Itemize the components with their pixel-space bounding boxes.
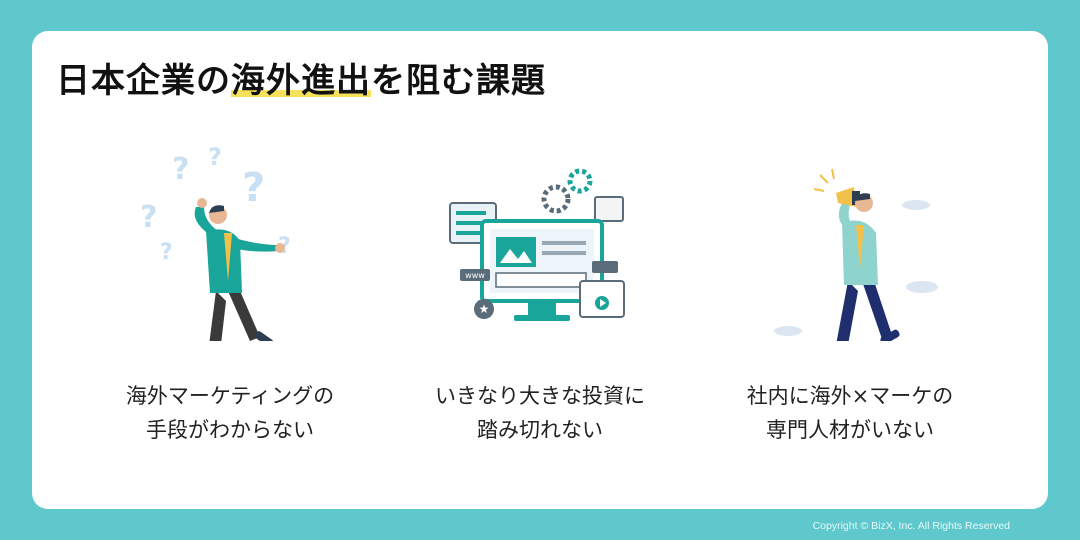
- challenge-caption-1: 海外マーケティングの 手段がわからない: [80, 379, 380, 447]
- caption-line: 手段がわからない: [146, 418, 314, 442]
- caption-line: 専門人材がいない: [766, 418, 934, 442]
- challenge-item-2: www ★ いきなり大きな投資に 踏み切れない: [390, 141, 690, 447]
- caption-line: いきなり大きな投資に: [435, 384, 645, 408]
- content-card: 日本企業の海外進出を阻む課題 ? ? ? ? ? ?: [32, 31, 1048, 509]
- title-highlight: 海外進出: [231, 61, 371, 101]
- copyright-text: Copyright © BizX, Inc. All Rights Reserv…: [812, 520, 1010, 532]
- title-suffix: を阻む課題: [371, 61, 546, 101]
- challenge-caption-2: いきなり大きな投資に 踏み切れない: [390, 379, 690, 447]
- svg-text:?: ?: [140, 200, 157, 235]
- megaphone-person-icon: [774, 168, 938, 341]
- challenge-item-3: 社内に海外×マーケの 専門人材がいない: [700, 141, 1000, 447]
- web-investment-icon: www ★: [449, 168, 625, 321]
- svg-text:?: ?: [242, 165, 265, 211]
- svg-text:?: ?: [160, 240, 173, 265]
- svg-text:www: www: [465, 271, 485, 280]
- challenge-caption-3: 社内に海外×マーケの 専門人材がいない: [700, 379, 1000, 447]
- page-title: 日本企業の海外進出を阻む課題: [56, 53, 546, 102]
- caption-line: 踏み切れない: [477, 418, 603, 442]
- svg-text:?: ?: [208, 143, 222, 171]
- caption-line: 社内に海外×マーケの: [746, 384, 954, 408]
- title-prefix: 日本企業の: [56, 61, 231, 101]
- caption-line: 海外マーケティングの: [125, 384, 335, 408]
- confused-person-icon: ? ? ? ? ? ?: [140, 143, 291, 341]
- svg-text:?: ?: [172, 152, 189, 187]
- challenge-item-1: ? ? ? ? ? ? 海外マーケティングの: [80, 141, 380, 447]
- svg-text:★: ★: [479, 302, 490, 316]
